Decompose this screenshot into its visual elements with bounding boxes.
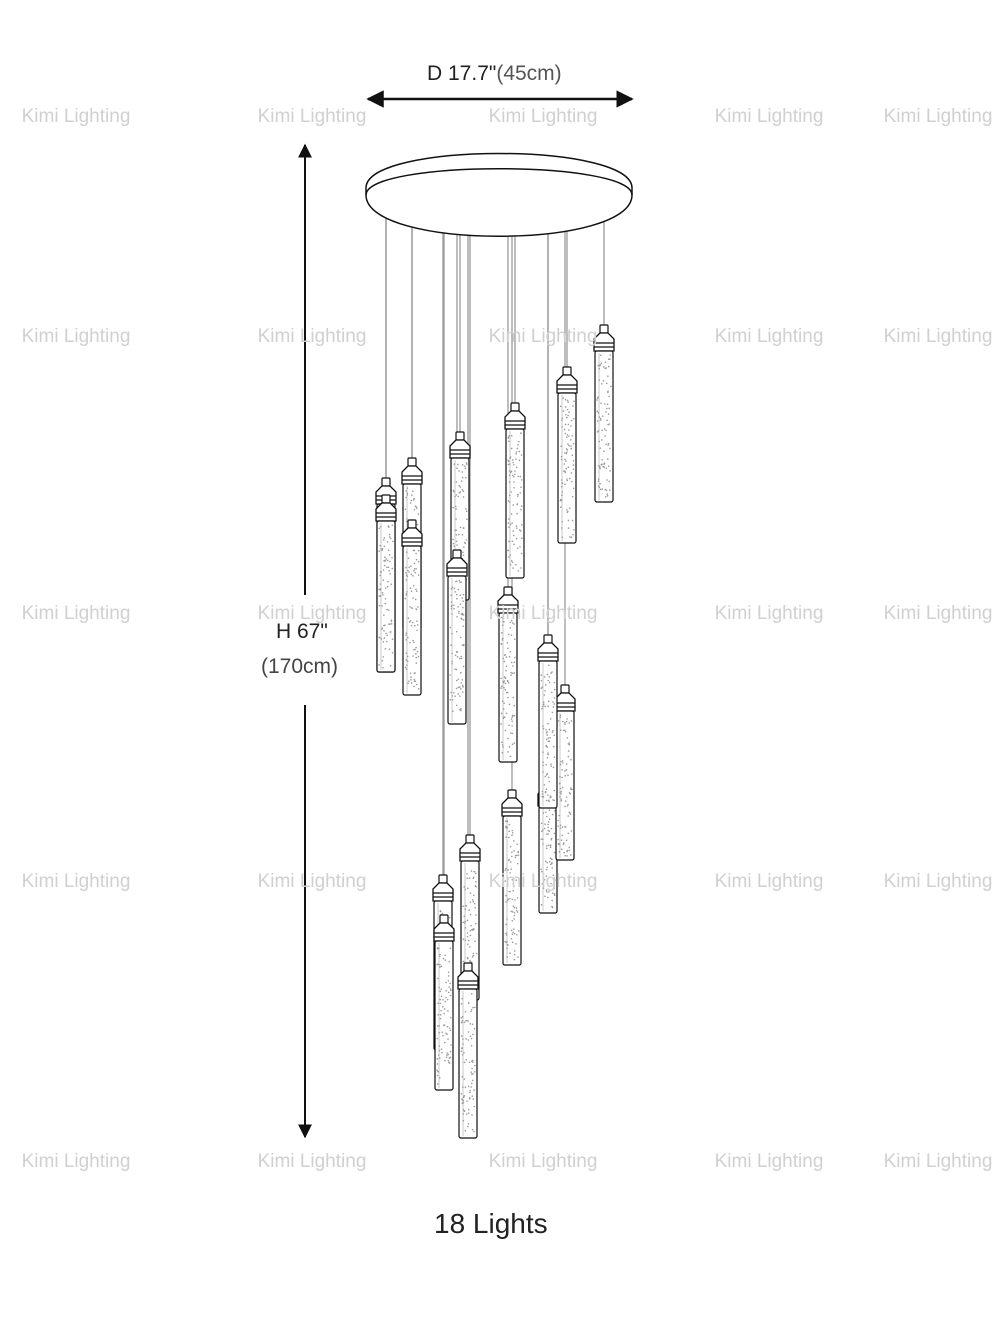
pendant-light bbox=[556, 366, 578, 544]
pendant-light bbox=[401, 519, 423, 696]
diameter-cm: (45cm) bbox=[496, 62, 562, 85]
pendant-light bbox=[433, 914, 455, 1091]
lights-count-caption: 18 Lights bbox=[434, 1208, 548, 1239]
pendant-light bbox=[375, 494, 397, 673]
pendant-light bbox=[501, 789, 523, 966]
diameter-inches: D 17.7" bbox=[427, 62, 497, 85]
pendant-light bbox=[457, 962, 479, 1139]
pendant-light bbox=[537, 634, 559, 809]
diameter-label: D 17.7"(45cm) bbox=[427, 62, 562, 86]
pendant-light bbox=[446, 549, 468, 725]
pendant-light bbox=[554, 684, 576, 861]
canopy bbox=[365, 152, 633, 237]
pendant-light bbox=[593, 324, 615, 503]
height-inches: H 67" bbox=[276, 620, 328, 643]
pendants bbox=[375, 324, 615, 1139]
pendant-light bbox=[497, 586, 519, 763]
pendant-light bbox=[504, 402, 526, 579]
height-cm: (170cm) bbox=[261, 655, 339, 678]
